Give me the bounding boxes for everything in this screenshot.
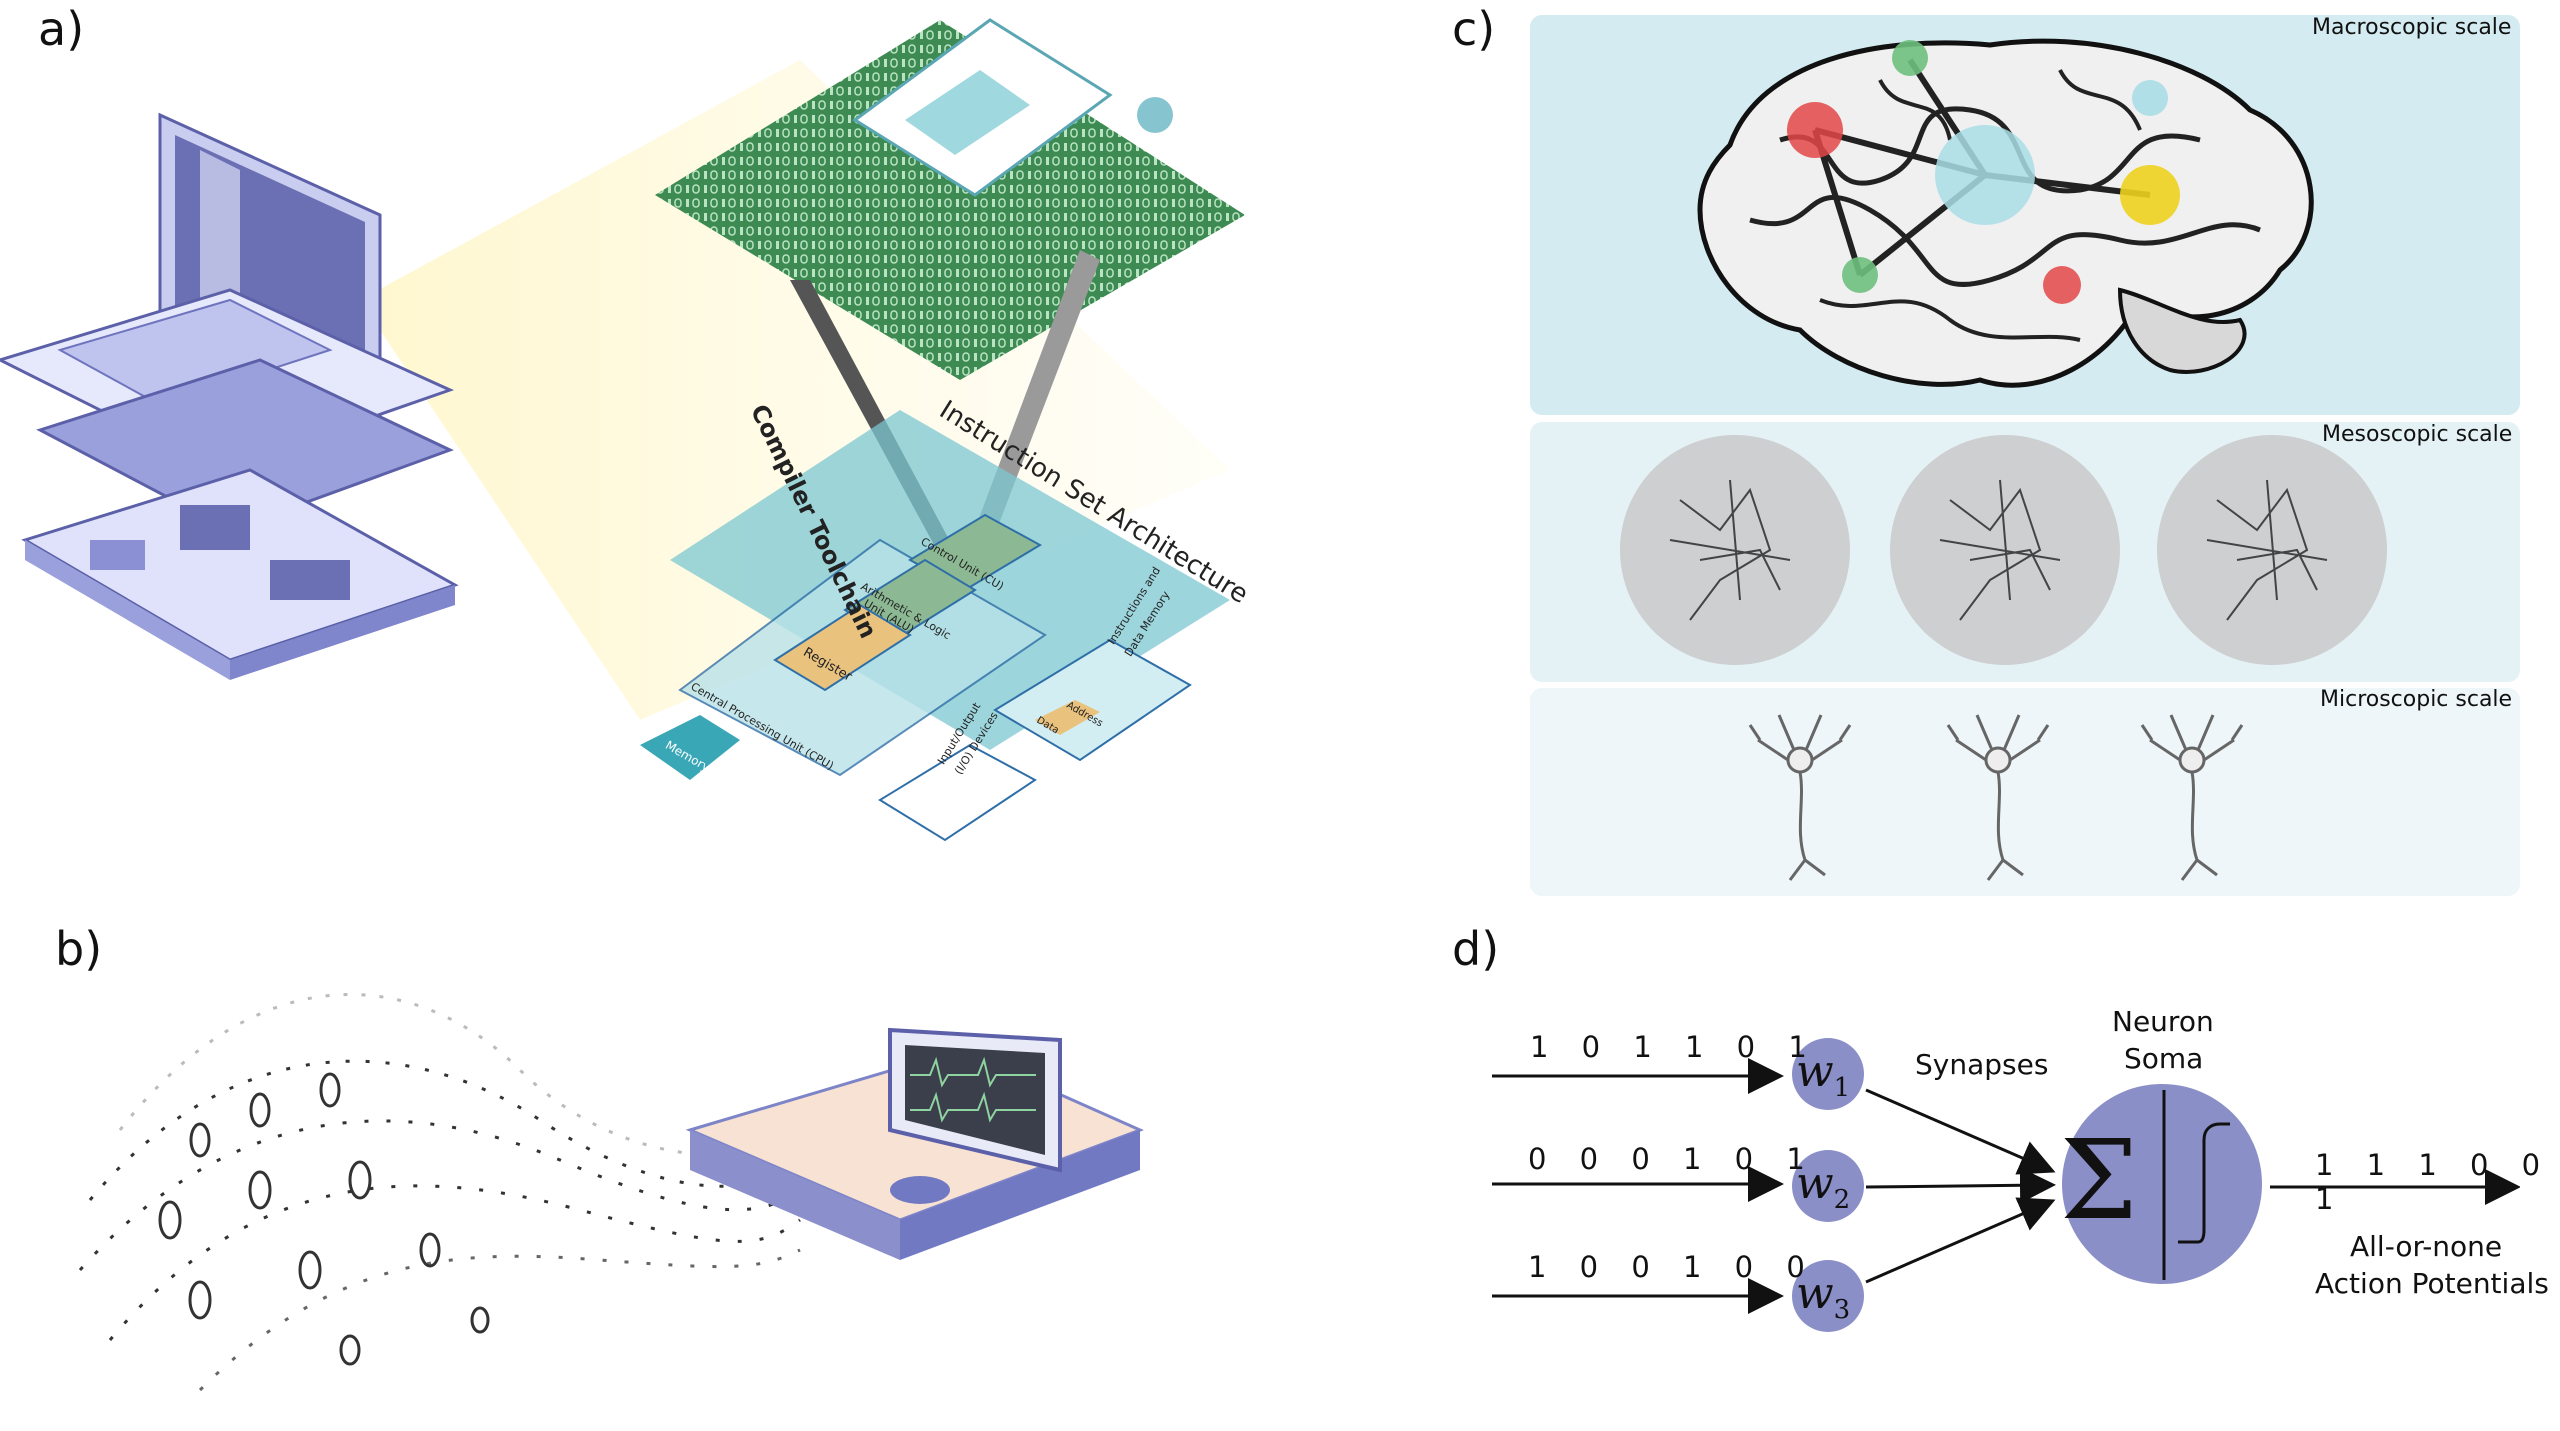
panel-d-diagram xyxy=(1492,1038,2520,1332)
binary-wave xyxy=(78,992,802,1392)
memory-block xyxy=(640,715,740,780)
single-neuron-icons xyxy=(1748,714,2244,881)
panel-a-illustration xyxy=(0,18,1245,842)
io-devices-block xyxy=(878,743,1037,842)
panel-b-illustration xyxy=(78,992,1144,1392)
panel-c-illustration xyxy=(1620,38,2387,881)
synapse-arrow-2 xyxy=(1865,1167,2056,1204)
laptop-icon xyxy=(0,112,455,532)
weight-node-3 xyxy=(1792,1260,1864,1332)
input-bits-2: 0 0 0 1 0 1 xyxy=(1528,1142,1817,1176)
weight-node-2 xyxy=(1792,1150,1864,1222)
input-bits-1: 1 0 1 1 0 1 xyxy=(1530,1030,1819,1064)
synapse-arrow-1 xyxy=(1865,1088,2056,1175)
synapse-arrow-3 xyxy=(1865,1197,2056,1284)
output-label-line2: Action Potentials xyxy=(2315,1267,2549,1300)
motherboard-icon xyxy=(21,468,459,680)
brain-icon xyxy=(1697,38,2314,388)
application-window-icon xyxy=(852,18,1173,197)
binary-zeros xyxy=(158,1072,490,1366)
ecg-machine-icon xyxy=(685,1027,1144,1260)
instruction-data-memory xyxy=(993,638,1192,762)
weight-node-1 xyxy=(1792,1038,1864,1110)
output-bits: 1 1 1 0 0 1 xyxy=(2315,1148,2553,1216)
panel-b-letter: b) xyxy=(55,922,103,976)
output-label-line1: All-or-none xyxy=(2350,1230,2503,1263)
neuron-label-line1: Neuron xyxy=(2112,1005,2214,1038)
microscopic-label: Microscopic scale xyxy=(2320,687,2513,712)
weight-label-2: w2 xyxy=(1796,1158,1851,1215)
macroscopic-label: Macroscopic scale xyxy=(2312,15,2512,40)
panel-d-letter: d) xyxy=(1452,922,1500,976)
neuron-soma xyxy=(2062,1084,2262,1284)
synapses-label: Synapses xyxy=(1915,1048,2049,1081)
weight-label-1: w1 xyxy=(1796,1046,1851,1103)
microscopic-panel xyxy=(1530,688,2520,896)
panel-a-letter: a) xyxy=(38,2,85,56)
neuron-population-icons xyxy=(1620,435,2387,665)
neuron-label-line2: Soma xyxy=(2124,1042,2204,1075)
sum-symbol: Σ xyxy=(2060,1116,2138,1244)
binary-code-layer xyxy=(655,20,1245,380)
weight-label-3: w3 xyxy=(1796,1268,1851,1325)
panel-c-letter: c) xyxy=(1452,2,1496,56)
input-bits-3: 1 0 0 1 0 0 xyxy=(1528,1250,1817,1284)
mesoscopic-label: Mesoscopic scale xyxy=(2322,422,2513,447)
sigmoid-icon xyxy=(2178,1122,2230,1244)
